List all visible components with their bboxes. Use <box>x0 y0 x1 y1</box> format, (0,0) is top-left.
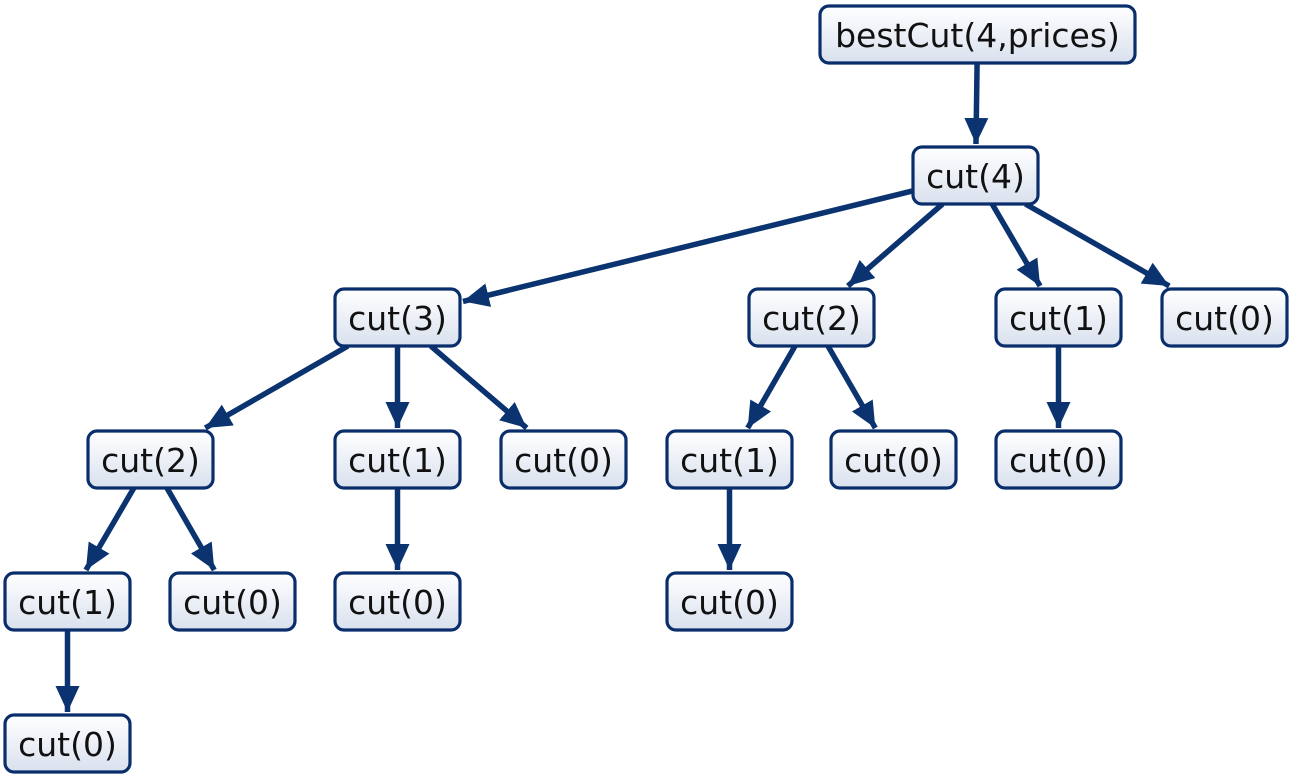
node-box <box>747 287 876 348</box>
node-box <box>818 4 1137 65</box>
nodes: bestCut(4,prices) cut(4) cut(3) cut(2) cut(1… <box>3 4 1289 774</box>
node-root: bestCut(4,prices) <box>818 4 1137 65</box>
node-label: cut(0) <box>1175 299 1274 338</box>
node-c321_0: cut(0) <box>3 713 132 774</box>
node-box <box>86 429 215 490</box>
node-c4_2: cut(2) <box>747 287 876 348</box>
edge-c3-to-c3_2 <box>203 343 350 431</box>
edge-c3_2-to-c32_0 <box>164 486 217 572</box>
node-c41_0: cut(0) <box>994 429 1123 490</box>
node-c4: cut(4) <box>911 145 1040 206</box>
edge-c4_2-to-c42_1 <box>745 344 798 430</box>
edge-c4_2-to-c42_0 <box>825 344 878 430</box>
node-label: cut(0) <box>514 441 613 480</box>
edge-root-to-c4 <box>964 62 989 145</box>
node-box <box>168 571 297 632</box>
node-c4_0: cut(0) <box>1160 287 1289 348</box>
node-label: cut(1) <box>348 441 447 480</box>
node-box <box>994 287 1123 348</box>
edge-c4-to-c4_2 <box>846 201 945 289</box>
node-label: cut(2) <box>762 299 861 338</box>
node-box <box>3 713 132 774</box>
edge-c4-to-c3 <box>462 188 914 307</box>
node-box <box>333 429 462 490</box>
node-label: cut(0) <box>844 441 943 480</box>
node-box <box>665 571 794 632</box>
node-c3_2: cut(2) <box>86 429 215 490</box>
node-box <box>994 429 1123 490</box>
node-box <box>1160 287 1289 348</box>
node-label: cut(2) <box>101 441 200 480</box>
node-c3_1: cut(1) <box>333 429 462 490</box>
node-label: cut(0) <box>680 583 779 622</box>
node-box <box>3 571 132 632</box>
node-label: cut(1) <box>1009 299 1108 338</box>
node-c32_1: cut(1) <box>3 571 132 632</box>
node-c42_1: cut(1) <box>665 429 794 490</box>
node-c31_0: cut(0) <box>333 571 462 632</box>
node-c4_1: cut(1) <box>994 287 1123 348</box>
node-box <box>829 429 958 490</box>
node-label: cut(1) <box>18 583 117 622</box>
node-label: cut(0) <box>1009 441 1108 480</box>
node-label: cut(1) <box>680 441 779 480</box>
node-label: cut(3) <box>348 299 447 338</box>
node-label: cut(4) <box>926 157 1025 196</box>
node-c421_0: cut(0) <box>665 571 794 632</box>
edge-c3_2-to-c32_1 <box>83 486 137 572</box>
node-c3: cut(3) <box>333 287 462 348</box>
node-label: bestCut(4,prices) <box>835 16 1120 55</box>
edge-c4-to-c4_1 <box>989 202 1043 288</box>
node-label: cut(0) <box>348 583 447 622</box>
node-box <box>333 571 462 632</box>
edge-c4-to-c4_0 <box>1024 201 1171 289</box>
node-label: cut(0) <box>183 583 282 622</box>
node-c3_0: cut(0) <box>499 429 628 490</box>
edge-c3-to-c3_0 <box>429 343 529 431</box>
node-c42_0: cut(0) <box>829 429 958 490</box>
node-box <box>499 429 628 490</box>
node-box <box>665 429 794 490</box>
node-box <box>911 145 1040 206</box>
edges <box>55 62 1171 712</box>
node-label: cut(0) <box>18 725 117 764</box>
node-box <box>333 287 462 348</box>
node-c32_0: cut(0) <box>168 571 297 632</box>
